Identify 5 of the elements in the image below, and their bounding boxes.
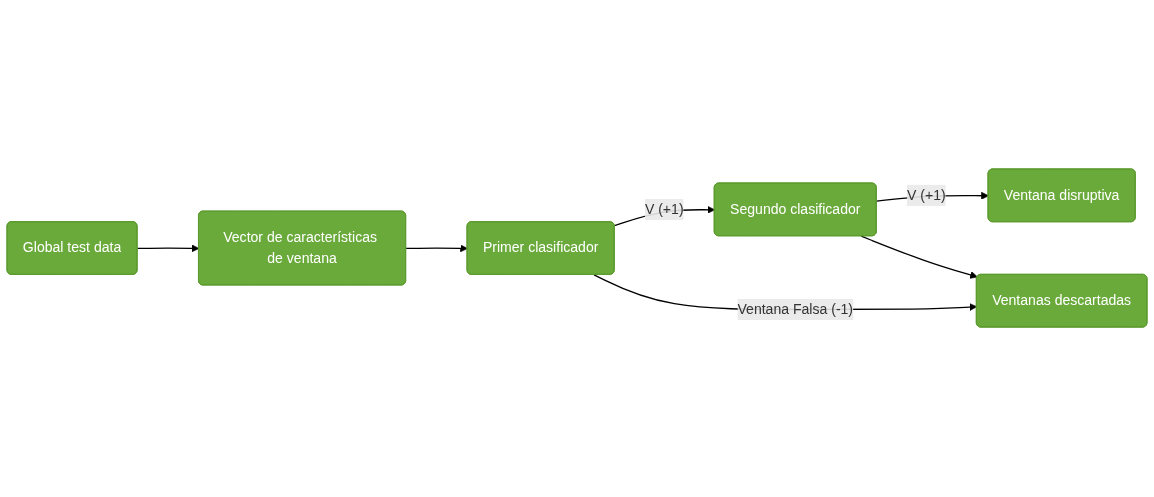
edge-label: V (+1)	[906, 187, 946, 203]
arrow	[136, 244, 200, 253]
edge-label: V (+1)	[644, 201, 684, 217]
arrow	[405, 244, 468, 253]
edge-label: Ventana Falsa (-1)	[737, 302, 854, 317]
